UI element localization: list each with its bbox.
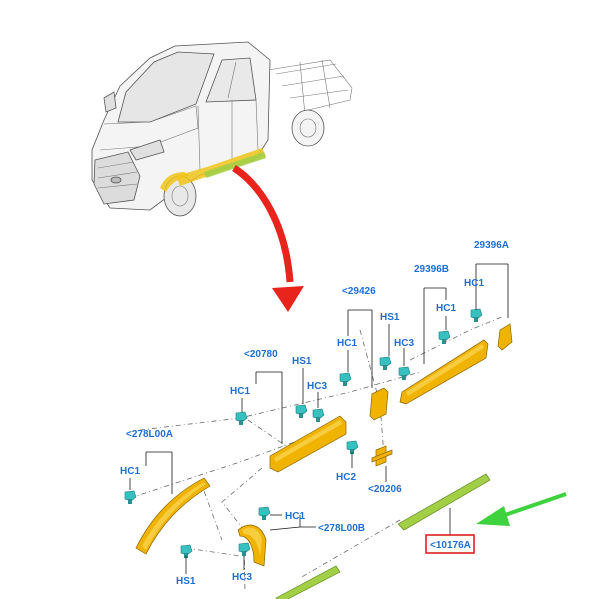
leader-lines [129,263,509,574]
callout-hc3: HC3 [307,381,327,392]
callout-hs1: HS1 [292,356,312,367]
callout-20206: <20206 [368,484,402,495]
callout-hc1: HC1 [337,338,357,349]
callout-labels: 29396A HC1 29396B HC1 <29426 HC1 HS1 HC3… [120,240,509,587]
callout-hc1: HC1 [436,303,456,314]
callout-29426: <29426 [342,286,376,297]
callout-278L00B: <278L00B [318,523,365,534]
callout-hc1: HC1 [285,511,305,522]
callout-hc2: HC2 [336,472,356,483]
front-door-moulding [269,415,347,473]
rear-side-moulding [399,339,489,405]
wheel-arch-moulding-rear [237,524,267,567]
wheel-arch-moulding-front [135,477,211,555]
moulding-bracket [371,445,393,467]
sill-trim [275,473,491,599]
straight-arrow-icon [476,492,567,526]
door-moulding-end-piece [369,387,389,421]
callout-29396A: 29396A [474,240,509,251]
highlighted-callout-10176A[interactable]: <10176A [425,534,475,554]
van-chassis-cab-icon [91,41,353,217]
callout-hc1: HC1 [464,278,484,289]
callout-hs1: HS1 [176,576,196,587]
callout-10176A: <10176A [430,540,471,551]
curved-arrow-icon [232,165,304,312]
callout-hc3: HC3 [232,572,252,583]
callout-20780: <20780 [244,349,278,360]
callout-hc1: HC1 [230,386,250,397]
callout-278L00A: <278L00A [126,429,173,440]
callout-hc3: HC3 [394,338,414,349]
callout-hc1: HC1 [120,466,140,477]
callout-hs1: HS1 [380,312,400,323]
rear-corner-moulding [497,323,513,351]
callout-29396B: 29396B [414,264,449,275]
